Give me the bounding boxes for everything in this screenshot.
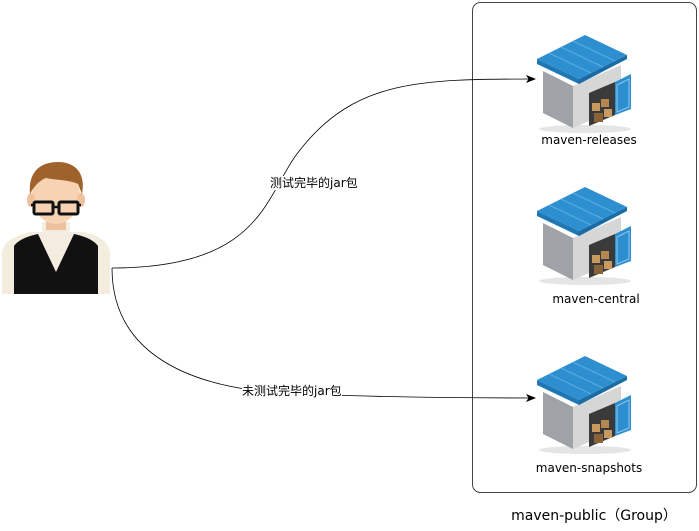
edge-label-untested: 未测试完毕的jar包: [242, 384, 342, 398]
edge-label-tested: 测试完毕的jar包: [270, 176, 358, 190]
edge-to-releases: [111, 75, 536, 269]
developer-person-icon: [2, 162, 110, 294]
group-label: maven-public（Group）: [511, 508, 677, 524]
repo-label-central: maven-central: [552, 292, 640, 306]
repo-label-releases: maven-releases: [541, 133, 637, 147]
repo-label-snapshots: maven-snapshots: [535, 461, 643, 475]
edge-to-snapshots: [111, 267, 536, 402]
